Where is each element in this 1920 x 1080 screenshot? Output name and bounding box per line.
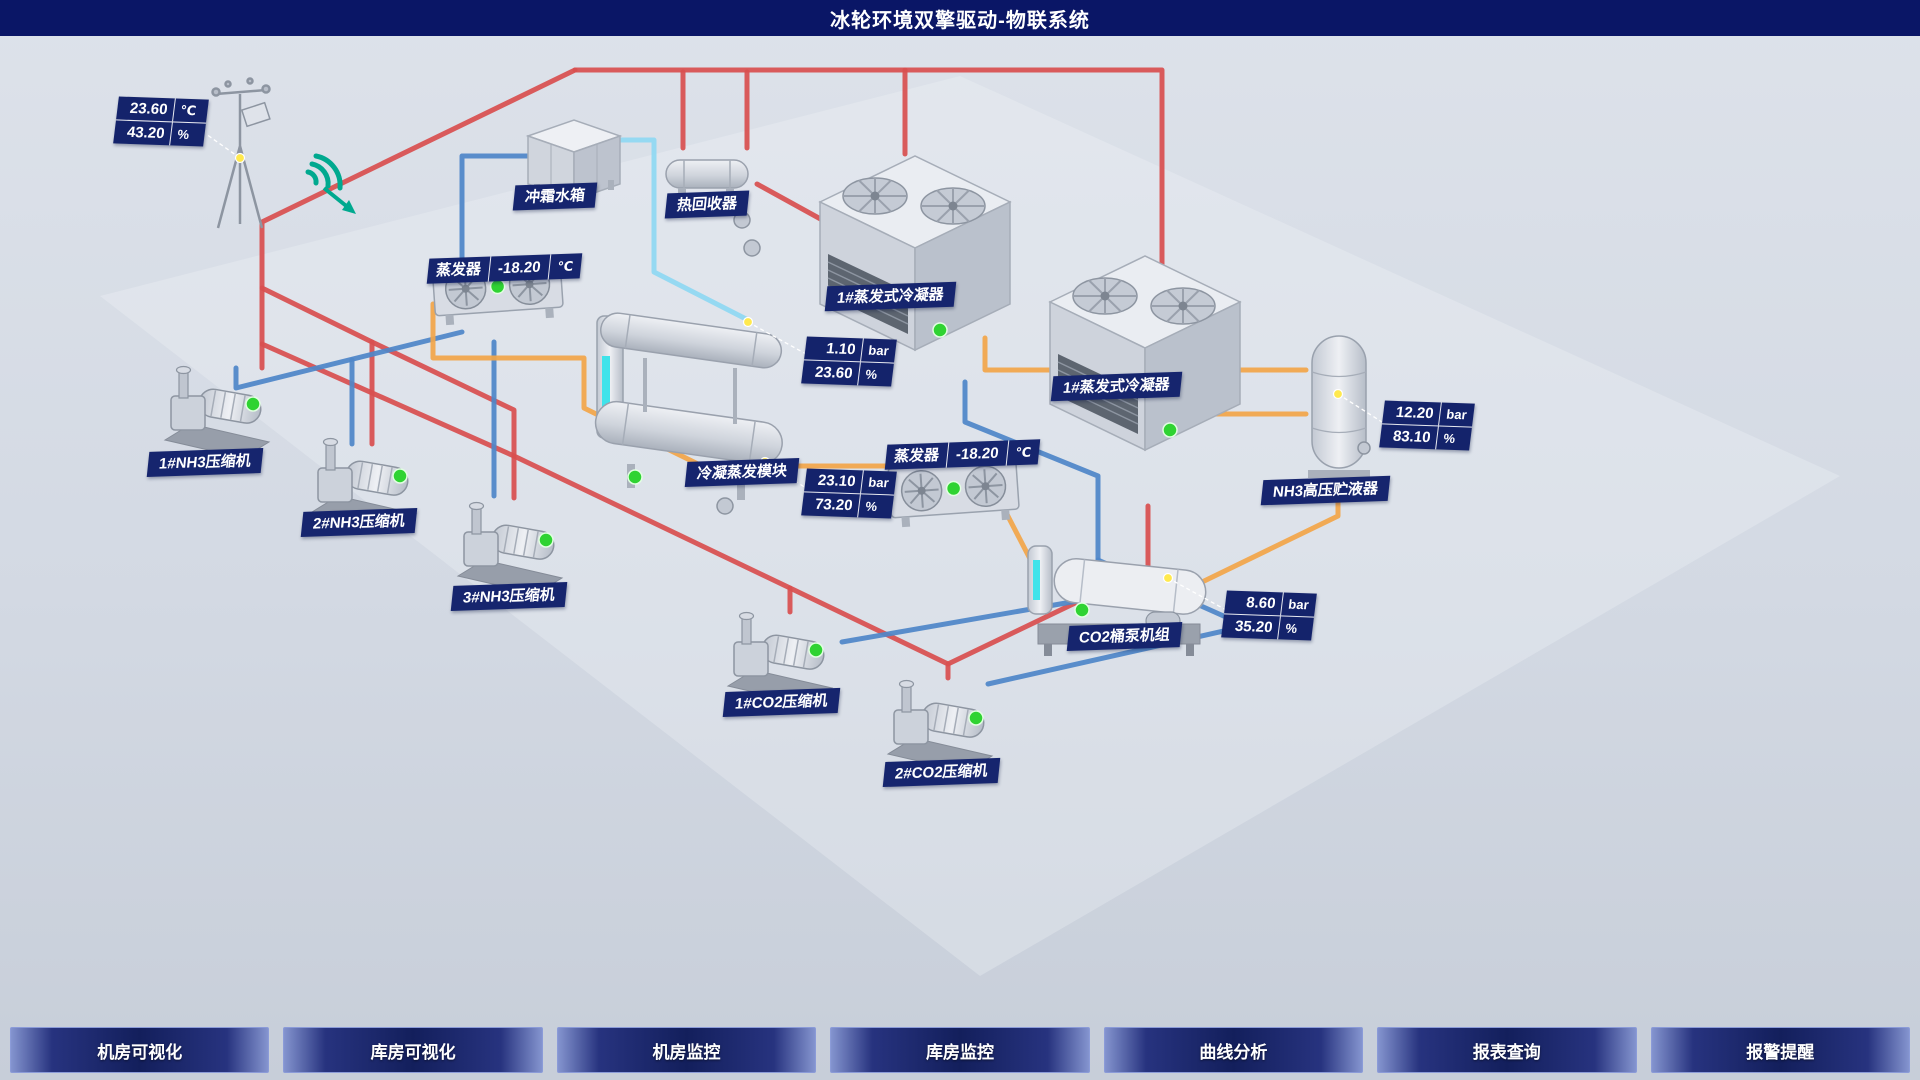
header-bar: 冰轮环境双擎驱动-物联系统 — [0, 0, 1920, 36]
level-value: 35.20 — [1233, 617, 1274, 637]
nav-curve-analysis[interactable]: 曲线分析 — [1103, 1027, 1364, 1073]
pressure-unit: bar — [860, 470, 897, 495]
callout-module-bottom: 23.10 bar 73.20 % — [801, 468, 897, 519]
nav-report-query[interactable]: 报表查询 — [1377, 1027, 1637, 1073]
level-value: 23.60 — [813, 363, 854, 383]
level-unit: % — [857, 494, 894, 519]
level-unit: % — [857, 362, 894, 387]
label-defrost-tank: 冲霜水箱 — [512, 182, 598, 211]
label-nh3-compressor-3: 3#NH3压缩机 — [450, 581, 567, 612]
callout-row: 1.10 bar — [804, 337, 897, 363]
level-unit: % — [1277, 616, 1314, 641]
label-heat-recovery: 热回收器 — [664, 190, 750, 219]
scene-canvas — [100, 67, 1840, 976]
evaporator-left-name: 蒸发器 — [435, 260, 482, 280]
label-nh3-compressor-2: 2#NH3压缩机 — [300, 507, 417, 538]
pressure-value: 8.60 — [1245, 594, 1277, 613]
weather-humidity-value: 43.20 — [125, 123, 166, 143]
pressure-unit: bar — [1438, 402, 1475, 427]
label-co2-compressor-2: 2#CO2压缩机 — [882, 757, 1000, 788]
label-co2-compressor-1: 1#CO2压缩机 — [722, 687, 840, 718]
nh3-hp-receiver — [1308, 335, 1371, 478]
callout-module-top: 1.10 bar 23.60 % — [801, 336, 897, 387]
evaporator-right-name: 蒸发器 — [893, 446, 940, 466]
nav-warehouse-monitor[interactable]: 库房监控 — [830, 1027, 1090, 1073]
nav-alarm-reminder[interactable]: 报警提醒 — [1650, 1027, 1910, 1073]
nav-warehouse-visual[interactable]: 库房可视化 — [283, 1027, 543, 1073]
pressure-unit: bar — [860, 338, 897, 363]
bottom-nav: 机房可视化 库房可视化 机房监控 库房监控 曲线分析 报表查询 报警提醒 — [0, 1020, 1920, 1080]
callout-row: 23.10 bar — [804, 469, 897, 495]
callout-row: 12.20 bar — [1382, 401, 1475, 427]
level-unit: % — [1435, 426, 1472, 451]
evaporator-left-unit: ℃ — [547, 253, 583, 280]
pressure-value: 23.10 — [816, 471, 857, 491]
callout-nh3-receiver: 12.20 bar 83.10 % — [1379, 400, 1475, 451]
callout-row: 35.20 % — [1221, 613, 1315, 641]
nav-machine-room-monitor[interactable]: 机房监控 — [556, 1027, 817, 1073]
callout-row: 83.10 % — [1379, 423, 1473, 451]
callout-row: 73.20 % — [801, 491, 895, 519]
pressure-value: 12.20 — [1394, 403, 1435, 423]
evaporator-right-temp: -18.20 — [945, 440, 1008, 468]
nav-machine-room-visual[interactable]: 机房可视化 — [10, 1027, 270, 1073]
callout-co2-pump-unit: 8.60 bar 35.20 % — [1221, 590, 1317, 641]
weather-temp-value: 23.60 — [128, 99, 169, 119]
label-condenser-2: 1#蒸发式冷凝器 — [1050, 371, 1182, 402]
weather-station — [211, 77, 271, 229]
pipe-lightblue-defrost — [615, 137, 751, 323]
label-co2-pump-unit: CO2桶泵机组 — [1066, 621, 1183, 652]
heat-recovery-vessel — [665, 159, 761, 257]
weather-humidity-unit: % — [169, 122, 206, 147]
pressure-unit: bar — [1280, 592, 1317, 617]
evaporator-left-temp: -18.20 — [487, 254, 550, 282]
cond-evap-module — [594, 312, 783, 515]
page-title: 冰轮环境双擎驱动-物联系统 — [830, 9, 1090, 32]
label-nh3-compressor-1: 1#NH3压缩机 — [146, 447, 263, 478]
evaporator-right-unit: ℃ — [1005, 439, 1041, 466]
label-cond-evap-module: 冷凝蒸发模块 — [684, 457, 800, 488]
callout-row: 8.60 bar — [1224, 591, 1317, 617]
level-value: 73.20 — [813, 495, 854, 515]
callout-weather: 23.60 ℃ 43.20 % — [113, 96, 209, 147]
pressure-value: 1.10 — [825, 340, 857, 359]
level-value: 83.10 — [1391, 427, 1432, 447]
plant-scene: 冲霜水箱 热回收器 1#蒸发式冷凝器 1#蒸发式冷凝器 冷凝蒸发模块 NH3高压… — [0, 36, 1920, 1020]
callout-row: 43.20 % — [113, 119, 207, 147]
wifi-signal-icon — [305, 153, 356, 214]
label-condenser-1: 1#蒸发式冷凝器 — [824, 281, 956, 312]
callout-row: 23.60 % — [801, 359, 895, 387]
equipment-layer — [164, 77, 1371, 773]
callout-row: 23.60 ℃ — [116, 97, 209, 123]
weather-temp-unit: ℃ — [172, 98, 209, 123]
label-nh3-receiver: NH3高压贮液器 — [1260, 475, 1391, 506]
